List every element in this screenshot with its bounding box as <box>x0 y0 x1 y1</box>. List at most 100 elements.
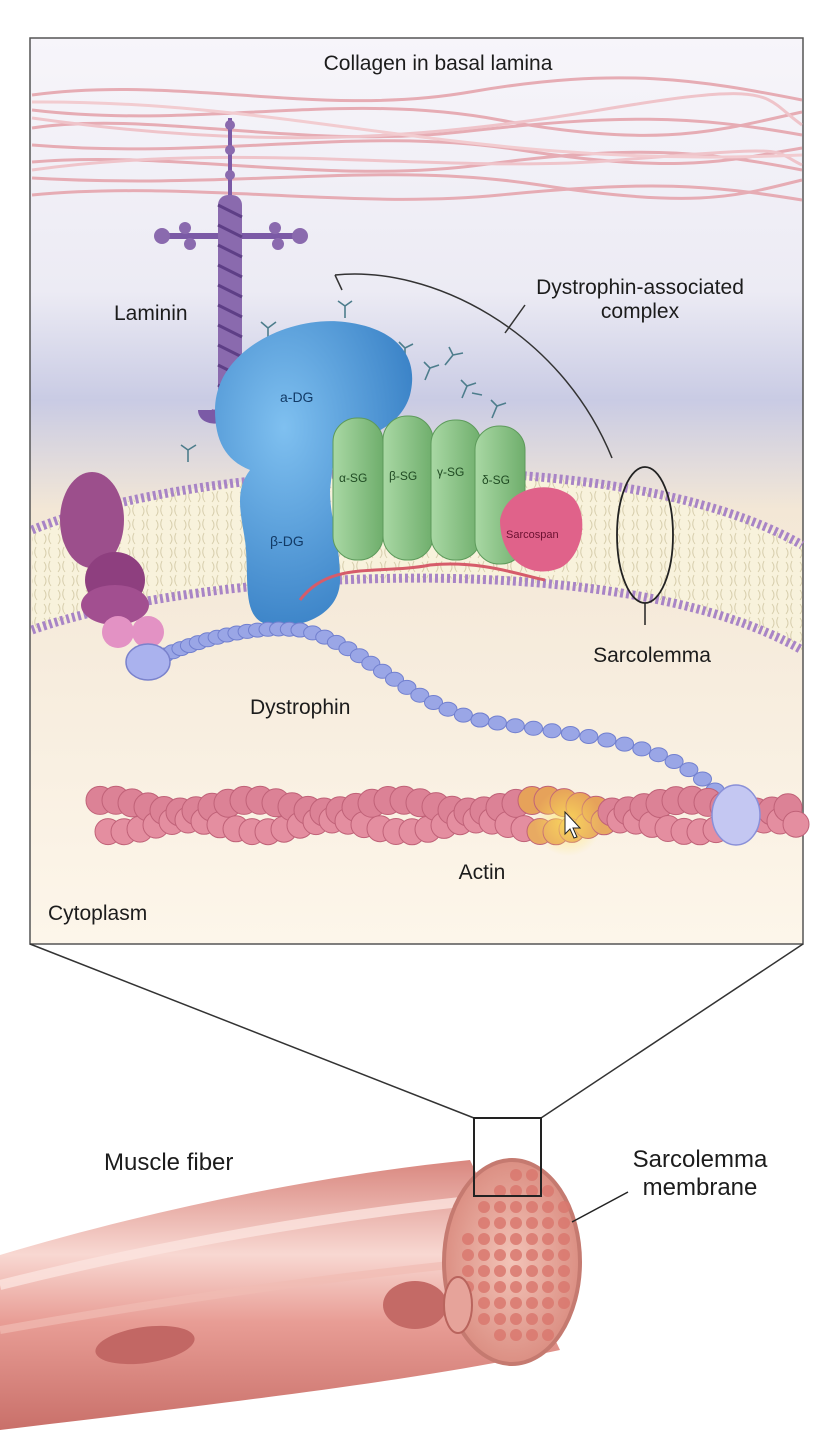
myofibril <box>478 1249 490 1261</box>
sarcoglycans: α-SG β-SG γ-SG δ-SG <box>332 415 526 565</box>
dystrophin-bead <box>524 720 543 736</box>
dac-label-line1: Dystrophin-associated <box>536 276 744 299</box>
dystrophin-bead <box>648 747 668 763</box>
myofibril <box>542 1185 554 1197</box>
tether-line <box>298 562 546 601</box>
dystroglycan: a-DG β-DG <box>215 321 413 626</box>
myofibril <box>494 1297 506 1309</box>
myofibril <box>558 1249 570 1261</box>
dystrophin-bead <box>453 707 473 723</box>
laminin-label: Laminin <box>114 302 188 325</box>
myofibril <box>542 1265 554 1277</box>
myofibril <box>462 1265 474 1277</box>
dystrophin-chain <box>155 621 725 798</box>
myofibril <box>558 1297 570 1309</box>
myofibril <box>558 1265 570 1277</box>
myofibril <box>558 1201 570 1213</box>
b-dg-label: β-DG <box>270 533 304 549</box>
myofibril <box>510 1217 522 1229</box>
dystrophin-bead <box>632 741 652 757</box>
myofibril <box>478 1281 490 1293</box>
myofibril <box>510 1249 522 1261</box>
myofibril <box>526 1185 538 1197</box>
laminin-molecule <box>154 118 308 424</box>
myofibril <box>478 1313 490 1325</box>
myofibril <box>558 1217 570 1229</box>
dystrophin-bead <box>542 723 562 739</box>
zoom-connector <box>29 943 804 1119</box>
dystrophin-bead <box>597 732 617 748</box>
myofibril <box>542 1329 554 1341</box>
myofibril <box>510 1329 522 1341</box>
myofibril <box>478 1217 490 1229</box>
myofibril <box>526 1201 538 1213</box>
gamma-sg-label: γ-SG <box>437 465 464 479</box>
myofibril <box>478 1233 490 1245</box>
actin-bead <box>782 810 810 838</box>
zoom-panel: a-DG β-DG α-SG β-SG γ-SG δ-SG Sarcospan <box>29 37 810 945</box>
myofibril <box>526 1313 538 1325</box>
sarcolemma-membrane-label-line1: Sarcolemma <box>633 1146 768 1173</box>
myofibril <box>558 1281 570 1293</box>
myofibril <box>494 1233 506 1245</box>
dystrophin-bead <box>664 754 684 769</box>
dystrophin-bead <box>438 701 458 717</box>
dystrophin-bead <box>693 771 712 787</box>
a-dg-label: a-DG <box>280 389 313 405</box>
myofibril <box>558 1233 570 1245</box>
myofibril <box>542 1249 554 1261</box>
dystrophin-bead <box>424 695 443 710</box>
myofibril <box>494 1265 506 1277</box>
myofibril <box>542 1313 554 1325</box>
myofibril <box>478 1201 490 1213</box>
beta-sg-label: β-SG <box>389 469 417 483</box>
myofibril <box>494 1329 506 1341</box>
actin-label: Actin <box>459 861 506 884</box>
dystrophin-bead <box>505 718 525 734</box>
myofibril <box>526 1217 538 1229</box>
myofibril <box>494 1201 506 1213</box>
dystrophin-bead <box>397 679 417 695</box>
myofibril <box>510 1297 522 1309</box>
collagen-fibers <box>31 76 803 202</box>
dystrophin-bead <box>560 726 580 741</box>
myofibril <box>510 1169 522 1181</box>
myofibril <box>542 1217 554 1229</box>
myofibril <box>510 1281 522 1293</box>
myofibril <box>526 1169 538 1181</box>
myofibril <box>510 1265 522 1277</box>
myofibril <box>462 1233 474 1245</box>
myofibril <box>542 1201 554 1213</box>
dystrophin-bead <box>615 736 635 752</box>
zoom-box <box>473 1117 542 1197</box>
dystrophin-label: Dystrophin <box>250 696 350 719</box>
sarcolemma-label: Sarcolemma <box>593 644 711 667</box>
left-protein-stack <box>60 472 164 648</box>
alpha-sg-label: α-SG <box>339 471 367 485</box>
myofibril <box>494 1217 506 1229</box>
myofibril <box>494 1281 506 1293</box>
myofibril <box>526 1297 538 1309</box>
dystrophin-bead <box>410 687 430 703</box>
myofibril <box>510 1313 522 1325</box>
dystrophin-bead <box>679 762 699 778</box>
myofibril <box>510 1233 522 1245</box>
myofibril <box>494 1185 506 1197</box>
sarcospan: Sarcospan <box>500 487 583 572</box>
myofibril <box>462 1249 474 1261</box>
myofibril <box>526 1249 538 1261</box>
muscle-fiber-label: Muscle fiber <box>104 1149 233 1176</box>
cytoplasm-label: Cytoplasm <box>48 902 147 925</box>
cursor-highlight <box>534 788 602 856</box>
myofibril <box>526 1233 538 1245</box>
dystrophin-end <box>711 784 761 846</box>
dystrophin-bead <box>579 729 599 744</box>
sarcolemma-membrane-label-line2: membrane <box>643 1174 758 1201</box>
myofibril <box>494 1313 506 1325</box>
sarcospan-label: Sarcospan <box>506 529 559 541</box>
myofibril <box>510 1201 522 1213</box>
dac-label-line2: complex <box>601 300 680 323</box>
dystrophin-bead <box>487 715 507 731</box>
